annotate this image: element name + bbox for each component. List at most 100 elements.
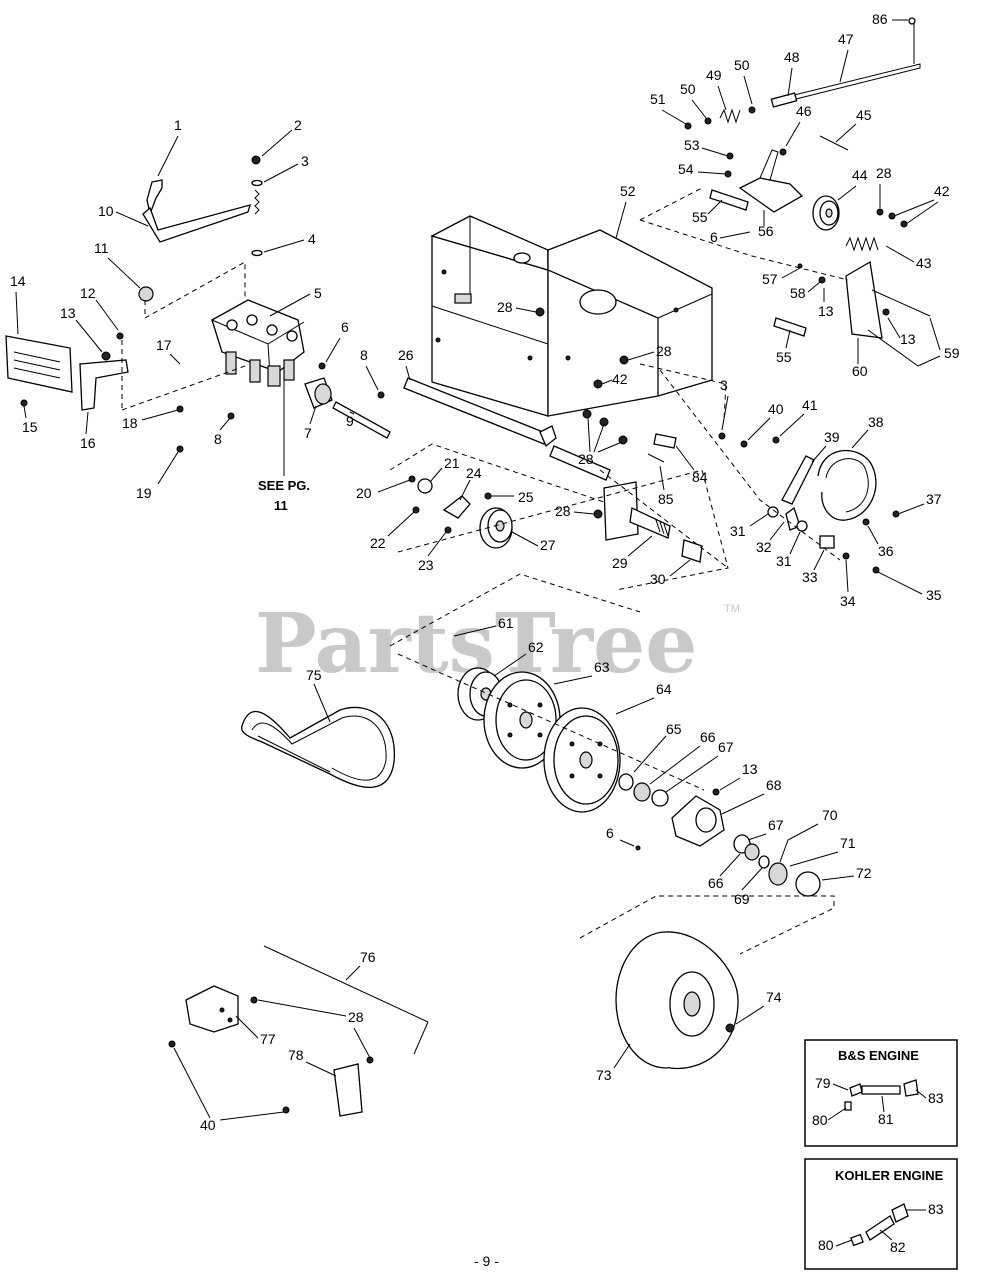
callout-12: 12 [80, 285, 96, 301]
bearing-21 [417, 478, 433, 494]
callout-34: 34 [840, 593, 856, 609]
inset-kohler-callout-80: 80 [818, 1237, 834, 1253]
callout-73: 73 [596, 1067, 612, 1083]
callout-6a: 6 [341, 319, 349, 335]
callout-22: 22 [370, 535, 386, 551]
callout-28e: 28 [876, 165, 892, 181]
callout-28b: 28 [656, 343, 672, 359]
bracket-16 [79, 359, 129, 411]
inset-kohler-title: KOHLER ENGINE [835, 1168, 944, 1183]
callout-61: 61 [498, 615, 514, 631]
callout-13c: 13 [900, 331, 916, 347]
callout-40a: 40 [768, 401, 784, 417]
callout-56: 56 [758, 223, 774, 239]
shield-14 [5, 335, 73, 393]
callout-16: 16 [80, 435, 96, 451]
wheel-73 [615, 931, 739, 1070]
callout-57: 57 [762, 271, 778, 287]
rod-84 [653, 433, 677, 449]
callout-70: 70 [822, 807, 838, 823]
idler-bracket-24 [442, 495, 471, 519]
gear-71 [768, 862, 788, 886]
callout-55b: 55 [776, 349, 792, 365]
callout-26: 26 [398, 347, 414, 363]
callout-7: 7 [304, 425, 312, 441]
callout-59: 59 [944, 345, 960, 361]
callout-10: 10 [98, 203, 114, 219]
callout-63: 63 [594, 659, 610, 675]
callout-11: 11 [94, 240, 109, 256]
callout-25: 25 [518, 489, 534, 505]
callout-19: 19 [136, 485, 152, 501]
callout-32: 32 [756, 539, 772, 555]
inset-bs-title: B&S ENGINE [838, 1048, 919, 1063]
callout-14: 14 [10, 273, 26, 289]
drive-assembly [168, 573, 835, 1117]
lever-56 [738, 177, 804, 213]
callout-43: 43 [916, 255, 932, 271]
callout-47: 47 [838, 31, 854, 47]
callout-67a: 67 [718, 739, 734, 755]
callout-6b: 6 [710, 229, 718, 245]
callout-52: 52 [620, 183, 636, 199]
callout-48: 48 [784, 49, 800, 65]
inset-kohler-engine: KOHLER ENGINE 80 82 83 [804, 1158, 958, 1270]
bracket-78 [333, 1063, 363, 1117]
page-number: - 9 - [474, 1253, 499, 1269]
callout-37: 37 [926, 491, 942, 507]
inset-kohler-callout-82: 82 [890, 1239, 906, 1255]
callout-69: 69 [734, 891, 750, 907]
callout-40b: 40 [200, 1117, 216, 1133]
callout-31b: 31 [776, 553, 792, 569]
callout-46: 46 [796, 103, 812, 119]
brake-lever-39 [781, 455, 815, 505]
callout-50a: 50 [734, 57, 750, 73]
belt-75 [240, 706, 395, 788]
callout-60: 60 [852, 363, 868, 379]
callout-6c: 6 [606, 825, 614, 841]
bracket-60 [845, 260, 883, 339]
callout-15: 15 [22, 419, 38, 435]
callout-5: 5 [314, 285, 322, 301]
lever-10 [142, 204, 251, 243]
callout-77: 77 [260, 1031, 276, 1047]
callout-71: 71 [840, 835, 856, 851]
callout-1: 1 [174, 117, 182, 133]
jackshaft-assembly [389, 377, 729, 591]
callout-13a: 13 [60, 305, 76, 321]
callout-9: 9 [346, 413, 354, 429]
callout-53: 53 [684, 137, 700, 153]
callout-17: 17 [156, 337, 172, 353]
callout-64: 64 [656, 681, 672, 697]
callout-45: 45 [856, 107, 872, 123]
callout-50b: 50 [680, 81, 696, 97]
callout-20: 20 [356, 485, 372, 501]
callout-66a: 66 [700, 729, 716, 745]
callout-23: 23 [418, 557, 434, 573]
callout-2: 2 [294, 117, 302, 133]
callout-28f: 28 [348, 1009, 364, 1025]
callout-84: 84 [692, 469, 708, 485]
see-page-number: 11 [274, 498, 288, 513]
shaft-26 [403, 377, 549, 445]
cap-72 [795, 871, 821, 897]
callout-28a: 28 [497, 299, 513, 315]
main-frame-52 [430, 215, 713, 445]
callout-72: 72 [856, 865, 872, 881]
callout-24: 24 [466, 465, 482, 481]
callout-75: 75 [306, 667, 322, 683]
callouts: 1 2 3 4 5 6 7 8 9 10 11 12 13 14 15 16 1… [10, 11, 960, 1133]
shaft-9 [332, 401, 391, 439]
callout-3b: 3 [720, 377, 728, 393]
callout-58: 58 [790, 285, 806, 301]
callout-28d: 28 [555, 503, 571, 519]
callout-78: 78 [288, 1047, 304, 1063]
bracket-77 [185, 985, 239, 1033]
bearing-flange-29 [603, 481, 639, 541]
callout-41: 41 [802, 397, 818, 413]
callout-85: 85 [658, 491, 674, 507]
callout-49: 49 [706, 67, 722, 83]
callout-65: 65 [666, 721, 682, 737]
callout-4: 4 [308, 231, 316, 247]
